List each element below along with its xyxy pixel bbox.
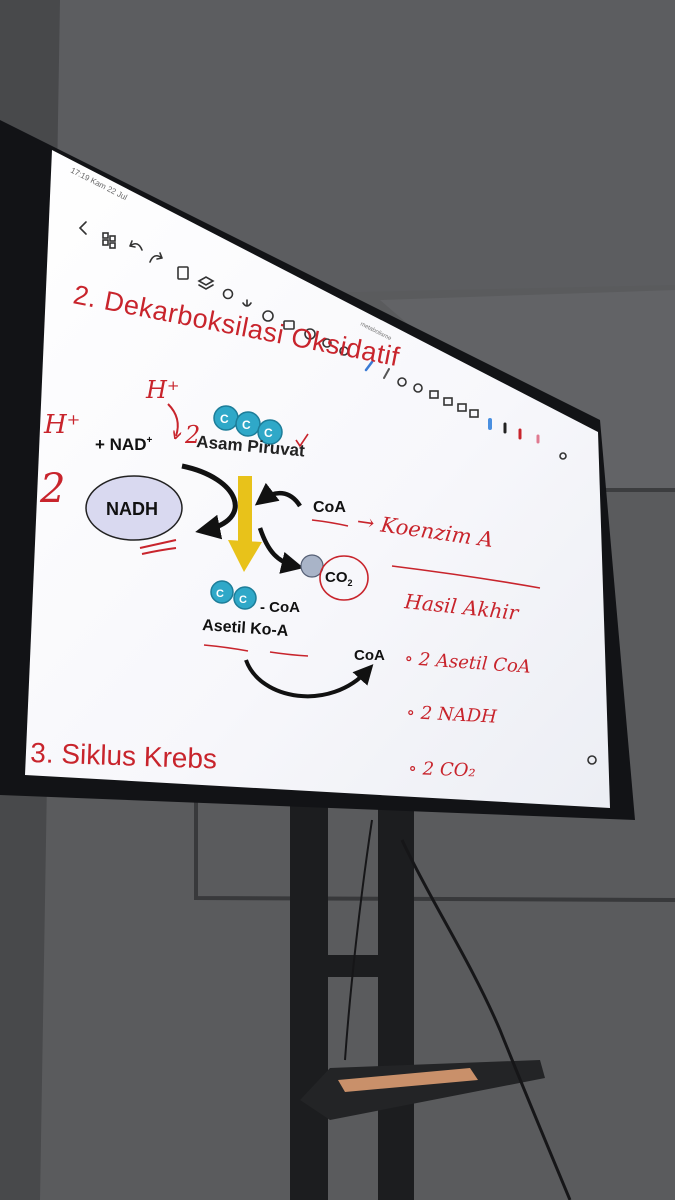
plus-circle-icon[interactable] bbox=[339, 346, 349, 356]
main-yellow-arrow bbox=[228, 476, 262, 572]
acetyl-coa-name: Asetil Ko-A bbox=[202, 617, 290, 640]
acetyl-underline bbox=[203, 644, 309, 657]
coa-in-underline bbox=[311, 519, 349, 527]
acetyl-coa-short: - CoA bbox=[260, 599, 300, 616]
nadh-label: NADH bbox=[106, 499, 158, 519]
power-cable bbox=[400, 839, 572, 1200]
heading-section-3: 3. Siklus Krebs bbox=[30, 737, 218, 774]
undo-icon[interactable] bbox=[129, 240, 143, 251]
ruler-icon[interactable] bbox=[469, 409, 479, 418]
acetyl-molecule: C C bbox=[210, 580, 257, 610]
shape-icon[interactable] bbox=[413, 383, 423, 393]
stand-pole-right bbox=[378, 805, 414, 1200]
nadh-ellipse bbox=[85, 475, 183, 541]
result-item-3: ∘ 2 CO₂ bbox=[408, 758, 476, 781]
link-icon[interactable] bbox=[322, 338, 332, 348]
nad-label: + NAD+ bbox=[95, 435, 152, 454]
whiteboard-frame bbox=[194, 800, 675, 902]
h-plus-top: H⁺ bbox=[145, 376, 180, 404]
coa-out-label: CoA bbox=[354, 647, 385, 664]
tv-screen bbox=[25, 150, 610, 808]
pyruvate-check-mark bbox=[295, 433, 309, 448]
layers-icon[interactable] bbox=[197, 276, 215, 290]
pen-tool-icon[interactable] bbox=[364, 360, 374, 372]
search-icon[interactable] bbox=[222, 288, 234, 300]
co2-label: CO2 bbox=[325, 569, 353, 588]
lasso-icon[interactable] bbox=[262, 310, 274, 322]
coa-recycle-arrow bbox=[244, 659, 374, 699]
sticker-icon[interactable] bbox=[457, 403, 467, 412]
chat-bubble-icon[interactable] bbox=[587, 755, 597, 765]
svg-text:C: C bbox=[242, 418, 251, 432]
two-coef-left: 2 bbox=[39, 466, 65, 512]
svg-text:C: C bbox=[220, 412, 229, 426]
nadh-underline bbox=[139, 539, 177, 555]
svg-text:C: C bbox=[216, 588, 224, 600]
text-tool-icon[interactable] bbox=[443, 397, 453, 406]
stand-pole-left bbox=[290, 800, 328, 1200]
coa-in-label: CoA bbox=[313, 499, 346, 516]
highlighter-icon[interactable] bbox=[383, 368, 390, 379]
add-page-icon[interactable] bbox=[177, 266, 189, 280]
stand-paper bbox=[338, 1068, 478, 1092]
power-cable-2 bbox=[344, 819, 373, 1061]
svg-text:C: C bbox=[264, 426, 273, 440]
nad-to-nadh-arrow bbox=[181, 463, 238, 540]
co2-circle-annotation bbox=[319, 555, 369, 601]
redo-icon[interactable] bbox=[149, 252, 163, 263]
stand-shelf bbox=[300, 1060, 545, 1120]
h-plus-left: H⁺ bbox=[43, 410, 80, 440]
coa-in-arrow bbox=[254, 482, 302, 508]
coa-definition-underline bbox=[391, 565, 541, 589]
mic-icon[interactable] bbox=[242, 299, 252, 307]
two-coef-top: 2 bbox=[184, 421, 200, 449]
more-options-icon[interactable] bbox=[559, 452, 567, 460]
back-chevron-icon[interactable] bbox=[78, 221, 87, 235]
result-item-2: ∘ 2 NADH bbox=[406, 702, 498, 728]
eraser-icon[interactable] bbox=[397, 377, 407, 387]
co2-out-arrow bbox=[257, 527, 304, 574]
pyruvate-molecule: C C C bbox=[213, 405, 283, 445]
h-plus-arrow bbox=[167, 403, 178, 436]
image-tool-icon[interactable] bbox=[429, 390, 439, 399]
svg-text:C: C bbox=[239, 594, 247, 606]
video-icon[interactable] bbox=[283, 320, 295, 330]
grid-icon[interactable] bbox=[102, 232, 116, 249]
globe-icon[interactable] bbox=[304, 328, 316, 340]
